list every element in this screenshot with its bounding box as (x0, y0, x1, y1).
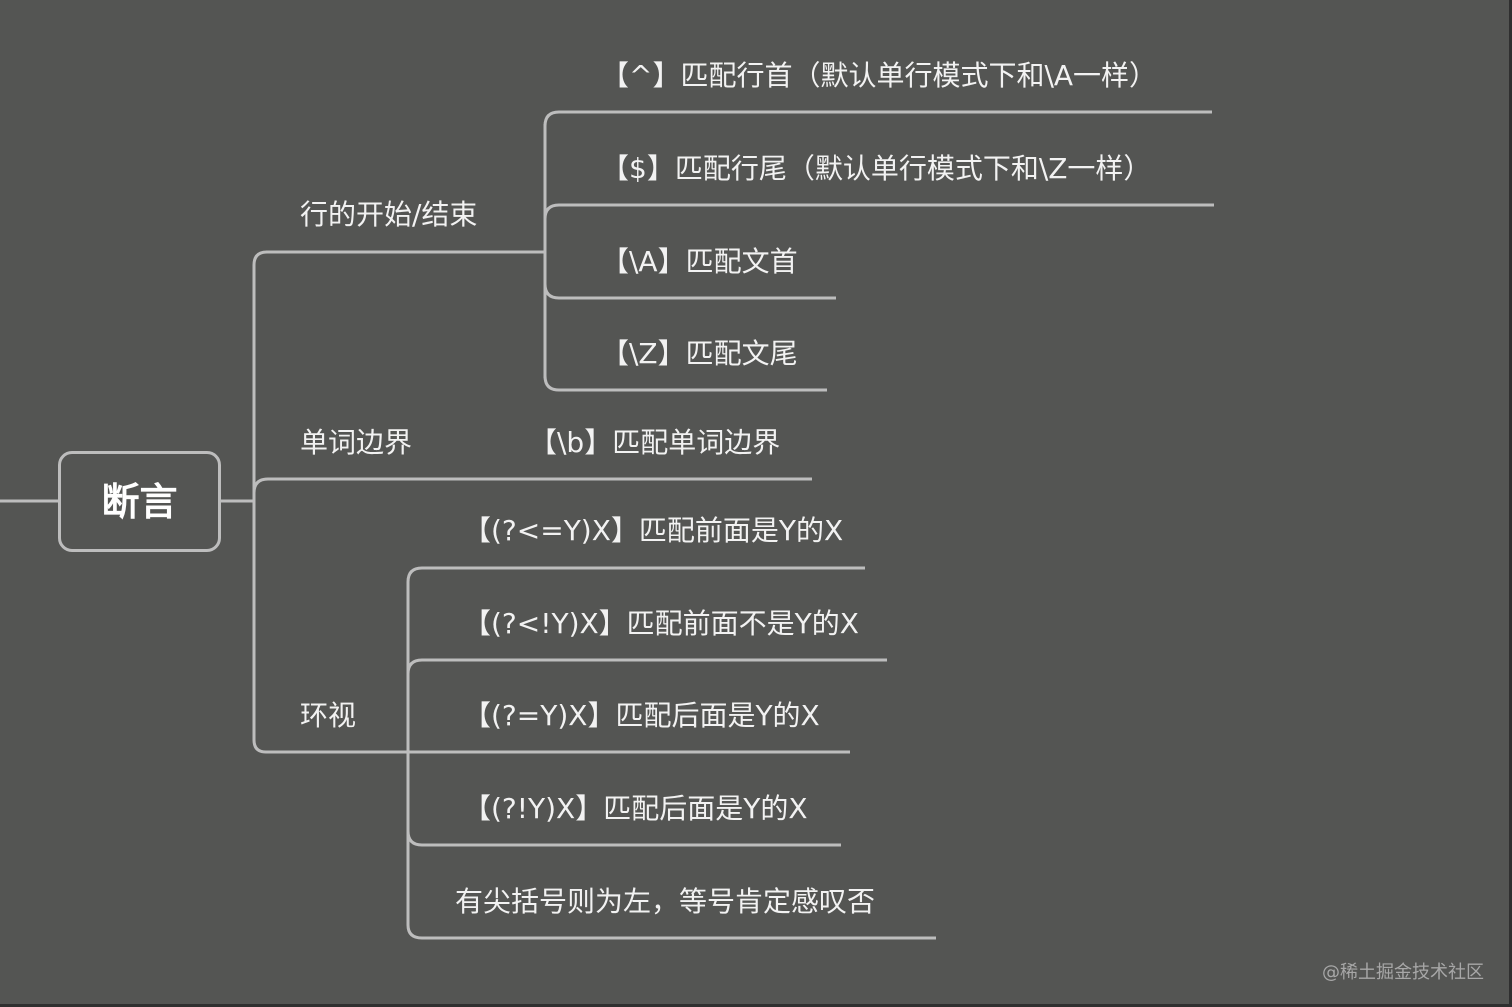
leaf-dollar-line-end[interactable]: 【$】匹配行尾（默认单行模式下和\Z一样） (601, 152, 1152, 185)
leaf-mnemonic-note[interactable]: 有尖括号则为左，等号肯定感叹否 (455, 885, 876, 918)
watermark: @稀土掘金技术社区 (1322, 962, 1484, 983)
branch-label-word-boundary[interactable]: 单词边界 (300, 426, 413, 459)
leaf-line-caret (543, 110, 1212, 127)
right-edge-border (1509, 0, 1512, 1007)
branch-label-lookaround[interactable]: 环视 (300, 699, 357, 732)
subtrunk-lookaround (406, 582, 936, 940)
leaf-line-dollar (543, 203, 1214, 220)
branch-label-line-start-end[interactable]: 行的开始/结束 (300, 198, 478, 231)
main-trunk-line (252, 265, 267, 754)
leaf-lookahead-positive[interactable]: 【(?=Y)X】匹配后面是Y的X (463, 699, 820, 732)
leaf-line-z (543, 375, 827, 392)
bottom-edge-border (0, 1004, 1512, 1007)
leaf-word-boundary[interactable]: 【\b】匹配单词边界 (529, 426, 781, 459)
root-node-label: 断言 (101, 479, 178, 524)
trunk-top-curve (252, 250, 268, 266)
leaf-lookbehind-negative[interactable]: 【(?<!Y)X】匹配前面不是Y的X (463, 607, 859, 640)
leaf-caret-line-start[interactable]: 【^】匹配行首（默认单行模式下和\A一样） (601, 59, 1158, 92)
root-node[interactable]: 断言 (58, 451, 221, 552)
branch-line-word-boundary (252, 477, 812, 494)
leaf-line-lookbehind-negative (406, 658, 887, 675)
leaf-line-lookahead-negative (406, 830, 841, 847)
leaf-lookahead-negative[interactable]: 【(?!Y)X】匹配后面是Y的X (463, 792, 808, 825)
leaf-line-a (543, 283, 836, 300)
leaf-lookbehind-positive[interactable]: 【(?<=Y)X】匹配前面是Y的X (463, 514, 844, 547)
leaf-a-text-start[interactable]: 【\A】匹配文首 (601, 245, 798, 278)
leaf-line-lookbehind-positive (406, 566, 865, 583)
leaf-z-text-end[interactable]: 【\Z】匹配文尾 (601, 337, 798, 370)
